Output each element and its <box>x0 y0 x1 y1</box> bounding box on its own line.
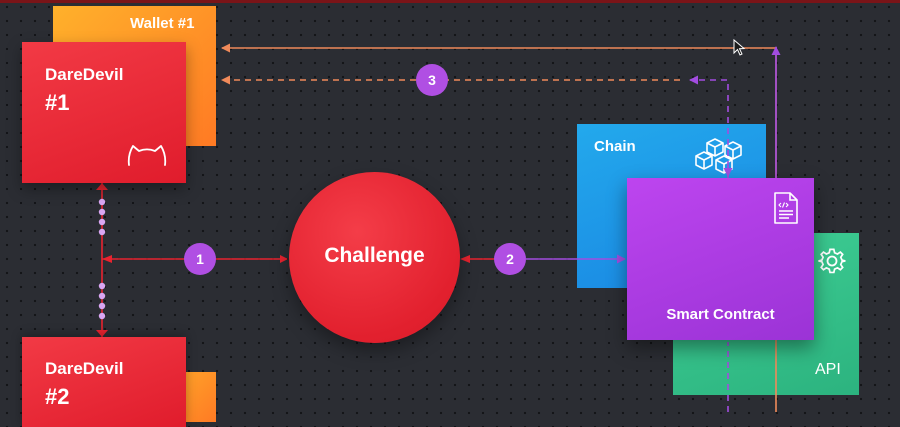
step-1-label: 1 <box>196 251 204 267</box>
junction-arrow <box>102 255 112 263</box>
step-markers: 1 2 3 <box>184 38 746 275</box>
top-bar <box>0 0 900 3</box>
daredevil-2-connector <box>96 330 108 337</box>
challenge-output-connector <box>460 255 470 263</box>
step-1-marker: 1 <box>184 243 216 275</box>
smart-contract-label: Smart Contract <box>666 306 775 323</box>
gear-icon <box>818 248 846 274</box>
daredevil-1-connector <box>96 183 108 190</box>
cat-icon <box>127 145 167 166</box>
daredevil-2-number: #2 <box>45 384 70 409</box>
chain-label: Chain <box>594 138 636 155</box>
daredevil-1-name: DareDevil <box>45 65 124 84</box>
junction-dots <box>98 198 106 320</box>
daredevil-1-number: #1 <box>45 90 70 115</box>
api-label: API <box>815 361 841 378</box>
dashed-line-top <box>689 75 729 178</box>
step-2-marker: 2 <box>494 243 526 275</box>
step-3-label: 3 <box>428 72 436 88</box>
mouse-cursor-icon <box>733 38 746 56</box>
connector-lines <box>96 43 781 412</box>
challenge-node[interactable]: Challenge <box>289 172 460 343</box>
step-3-marker: 3 <box>416 64 448 96</box>
wallet-1-label: Wallet #1 <box>130 15 195 32</box>
step-2-label: 2 <box>506 251 514 267</box>
document-icon <box>774 192 798 224</box>
challenge-label: Challenge <box>324 244 425 267</box>
daredevil-1-card[interactable]: DareDevil #1 <box>22 42 186 183</box>
daredevil-2-name: DareDevil <box>45 359 124 378</box>
smart-contract-card[interactable]: Smart Contract <box>627 178 814 340</box>
